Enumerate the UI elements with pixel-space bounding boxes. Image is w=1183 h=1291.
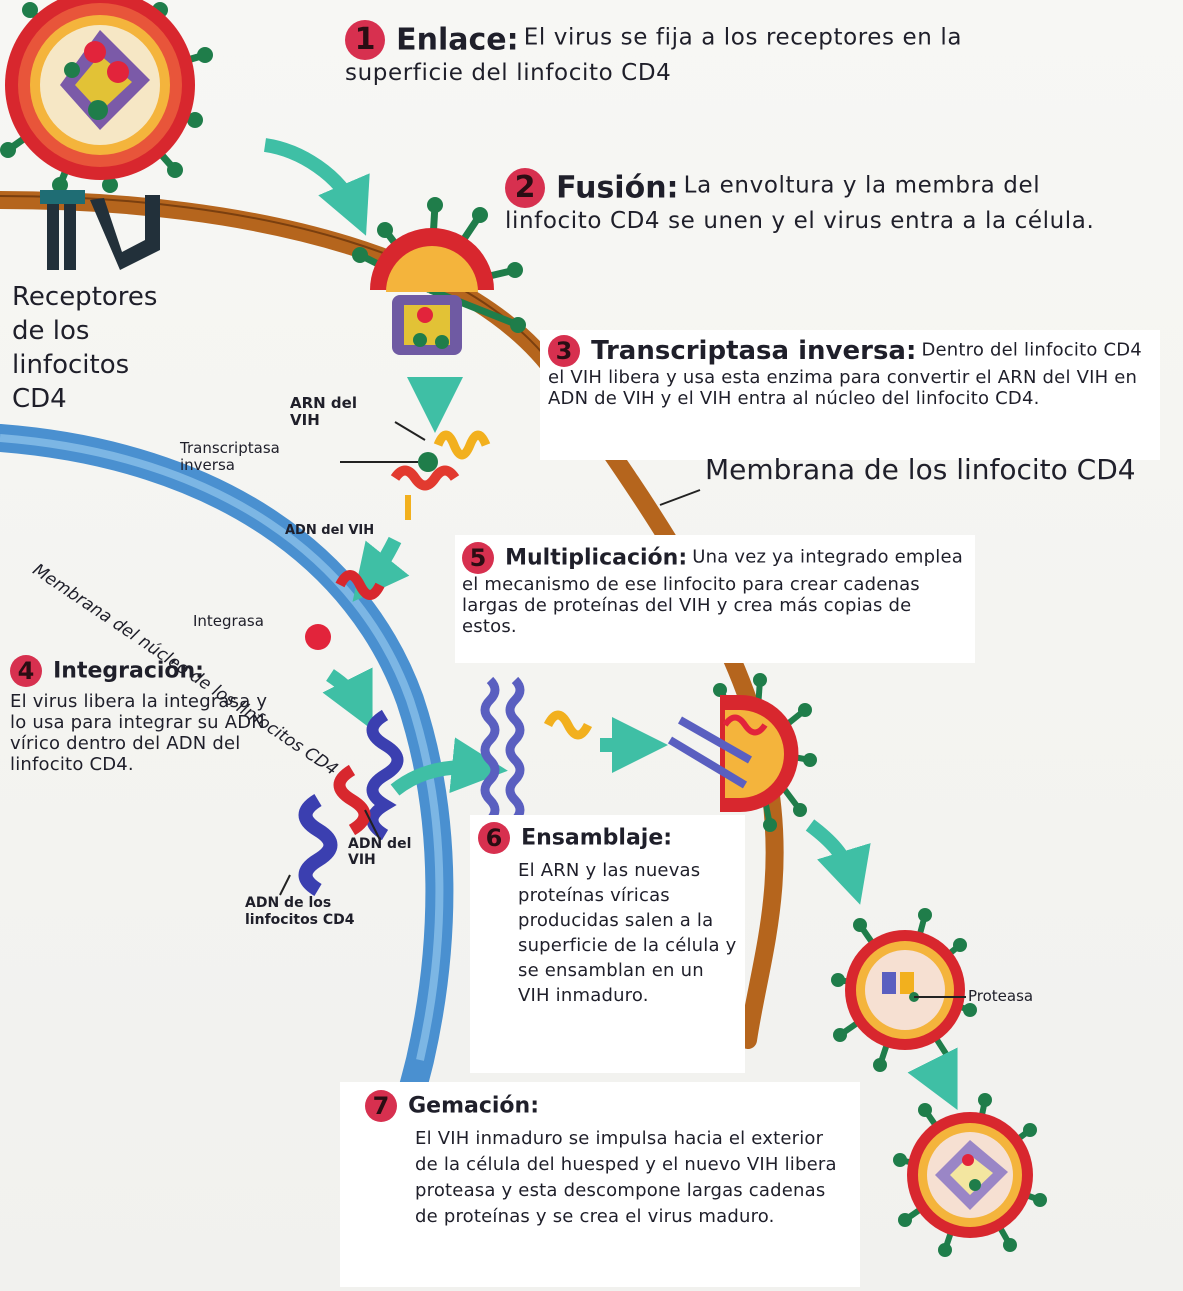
step-2-number: 2 — [505, 168, 545, 208]
budding-virus — [670, 673, 817, 832]
step-2-title: Fusión: — [556, 171, 678, 206]
virus-attaching — [0, 0, 213, 193]
step-3: 3 Transcriptasa inversa: Dentro del linf… — [548, 335, 1153, 409]
cd4-dna-label: ADN de los linfocitos CD4 — [245, 895, 395, 929]
step-7-text: El VIH inmaduro se impulsa hacia el exte… — [365, 1126, 845, 1230]
mature-virus — [893, 1093, 1047, 1257]
step-1: 1 Enlace: El virus se fija a los recepto… — [345, 20, 1065, 86]
step-7: 7 Gemación: El VIH inmaduro se impulsa h… — [365, 1090, 845, 1230]
step-7-number: 7 — [365, 1090, 397, 1122]
step-3-title: Transcriptasa inversa: — [591, 336, 916, 366]
integrase-dot — [305, 624, 331, 650]
step-3-number: 3 — [548, 335, 580, 367]
viral-protein-chains — [485, 680, 520, 820]
step-6-text: El ARN y las nuevas proteínas víricas pr… — [478, 858, 740, 1008]
step-7-title: Gemación: — [408, 1094, 539, 1119]
protease-label: Proteasa — [968, 987, 1088, 1005]
integrase-label: Integrasa — [193, 612, 303, 630]
cell-membrane-label: Membrana de los linfocito CD4 — [705, 455, 1175, 485]
reverse-transcriptase-label: Transcriptasa inversa — [180, 440, 320, 474]
step-4-number: 4 — [10, 655, 42, 687]
receptors-label: Receptores de los linfocitos CD4 — [12, 280, 182, 416]
viral-rna-label: ARN del VIH — [290, 395, 380, 429]
virus-fusing — [352, 197, 526, 355]
step-5-number: 5 — [462, 542, 494, 574]
immature-virus — [831, 908, 977, 1072]
viral-dna-label-1: ADN del VIH — [285, 523, 395, 538]
step-5: 5 Multiplicación: Una vez ya integrado e… — [462, 542, 967, 637]
reverse-transcription — [340, 422, 486, 520]
step-1-number: 1 — [345, 20, 385, 60]
step-1-title: Enlace: — [396, 23, 519, 58]
step-6-number: 6 — [478, 822, 510, 854]
step-5-title: Multiplicación: — [505, 546, 687, 571]
step-6: 6 Ensamblaje: El ARN y las nuevas proteí… — [478, 822, 740, 1008]
step-6-title: Ensamblaje: — [521, 826, 672, 851]
step-2: 2 Fusión: La envoltura y la membra del l… — [505, 168, 1135, 234]
